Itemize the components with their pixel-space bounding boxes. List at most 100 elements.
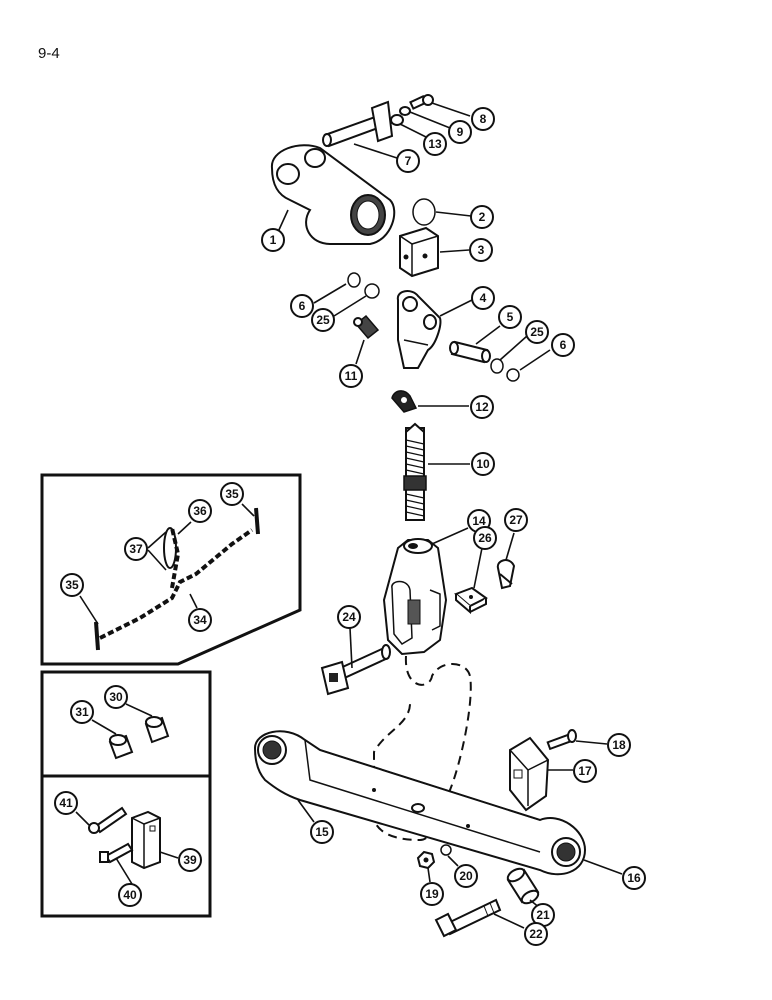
svg-text:18: 18 bbox=[612, 738, 626, 752]
svg-text:31: 31 bbox=[75, 705, 89, 719]
svg-text:35: 35 bbox=[225, 487, 239, 501]
assembly-dashed-outline bbox=[373, 655, 472, 842]
callout-36: 36 bbox=[188, 499, 212, 523]
callout-10: 10 bbox=[471, 452, 495, 476]
nut-part bbox=[416, 850, 436, 870]
svg-text:15: 15 bbox=[315, 825, 329, 839]
callout-15: 15 bbox=[310, 820, 334, 844]
svg-text:34: 34 bbox=[193, 613, 207, 627]
callout-13: 13 bbox=[423, 132, 447, 156]
spacer-part bbox=[506, 867, 540, 905]
svg-text:13: 13 bbox=[428, 137, 442, 151]
bracket-part bbox=[509, 736, 550, 812]
pin-part bbox=[449, 340, 491, 364]
svg-text:26: 26 bbox=[478, 531, 492, 545]
callout-31: 31 bbox=[70, 700, 94, 724]
bushing-inset-panel bbox=[40, 670, 212, 778]
svg-text:30: 30 bbox=[109, 690, 123, 704]
svg-text:1: 1 bbox=[270, 233, 277, 247]
svg-text:17: 17 bbox=[578, 764, 592, 778]
svg-text:10: 10 bbox=[476, 457, 490, 471]
callout-17: 17 bbox=[573, 759, 597, 783]
svg-text:25: 25 bbox=[316, 313, 330, 327]
bolt-part bbox=[99, 842, 134, 864]
callout-18: 18 bbox=[607, 733, 631, 757]
callout-25: 25 bbox=[525, 320, 549, 344]
svg-text:11: 11 bbox=[345, 369, 358, 383]
svg-text:35: 35 bbox=[65, 578, 79, 592]
svg-text:4: 4 bbox=[480, 291, 487, 305]
callout-16: 16 bbox=[622, 866, 646, 890]
callout-5: 5 bbox=[498, 305, 522, 329]
threaded-rod-part bbox=[403, 422, 427, 521]
callout-1: 1 bbox=[261, 228, 285, 252]
callout-25: 25 bbox=[311, 308, 335, 332]
svg-text:22: 22 bbox=[529, 927, 543, 941]
svg-text:37: 37 bbox=[129, 542, 143, 556]
bushing-part bbox=[144, 716, 170, 744]
washer-part bbox=[347, 272, 361, 288]
callout-20: 20 bbox=[454, 864, 478, 888]
chain-inset-panel bbox=[40, 473, 302, 666]
snap-ring-part bbox=[412, 198, 436, 226]
callout-4: 4 bbox=[471, 286, 495, 310]
bolt-part bbox=[546, 729, 577, 751]
callout-8: 8 bbox=[471, 107, 495, 131]
callout-3: 3 bbox=[469, 238, 493, 262]
svg-text:39: 39 bbox=[183, 853, 197, 867]
callout-34: 34 bbox=[188, 608, 212, 632]
chain-part bbox=[99, 527, 254, 640]
callout-9: 9 bbox=[448, 120, 472, 144]
callout-24: 24 bbox=[337, 605, 361, 629]
page-number: 9-4 bbox=[38, 45, 60, 62]
callout-7: 7 bbox=[396, 149, 420, 173]
callout-26: 26 bbox=[473, 526, 497, 550]
nut-part bbox=[390, 114, 404, 126]
washer-part bbox=[440, 844, 452, 856]
washer-part bbox=[364, 283, 380, 299]
grease-fitting-part bbox=[353, 314, 380, 340]
washer-part bbox=[490, 358, 504, 374]
washer-part bbox=[506, 368, 520, 382]
square-plate-part bbox=[454, 586, 488, 615]
lower-link-part bbox=[253, 730, 587, 876]
svg-text:5: 5 bbox=[507, 310, 514, 324]
svg-text:12: 12 bbox=[475, 400, 489, 414]
svg-text:2: 2 bbox=[479, 210, 486, 224]
svg-text:14: 14 bbox=[472, 514, 486, 528]
callout-12: 12 bbox=[470, 395, 494, 419]
bolt-part bbox=[409, 94, 434, 110]
svg-text:36: 36 bbox=[193, 504, 207, 518]
lower-clevis-part bbox=[382, 538, 448, 656]
callout-11: 11 bbox=[339, 364, 363, 388]
svg-text:41: 41 bbox=[59, 796, 73, 810]
leader-lines bbox=[75, 102, 623, 929]
callout-35: 35 bbox=[220, 482, 244, 506]
callout-6: 6 bbox=[290, 294, 314, 318]
retainer-clip-part bbox=[391, 390, 418, 413]
svg-text:16: 16 bbox=[627, 871, 641, 885]
svg-text:40: 40 bbox=[123, 888, 137, 902]
callout-35: 35 bbox=[60, 573, 84, 597]
svg-text:19: 19 bbox=[425, 887, 439, 901]
callout-22: 22 bbox=[524, 922, 548, 946]
callout-30: 30 bbox=[104, 685, 128, 709]
callout-21: 21 bbox=[531, 903, 555, 927]
callout-2: 2 bbox=[470, 205, 494, 229]
svg-text:8: 8 bbox=[480, 112, 487, 126]
pin-block-inset-panel bbox=[40, 774, 212, 918]
clevis-part bbox=[396, 290, 442, 369]
callout-40: 40 bbox=[118, 883, 142, 907]
bolt-part bbox=[88, 806, 128, 834]
svg-text:3: 3 bbox=[478, 243, 485, 257]
block-part bbox=[131, 810, 161, 870]
svg-text:25: 25 bbox=[530, 325, 544, 339]
bushing-part bbox=[108, 734, 134, 760]
t-bar-part bbox=[94, 507, 260, 651]
callout-41: 41 bbox=[54, 791, 78, 815]
bolt-part bbox=[434, 898, 502, 938]
callout-6: 6 bbox=[551, 333, 575, 357]
svg-text:9: 9 bbox=[457, 125, 464, 139]
svg-text:27: 27 bbox=[509, 513, 523, 527]
callout-37: 37 bbox=[124, 537, 148, 561]
